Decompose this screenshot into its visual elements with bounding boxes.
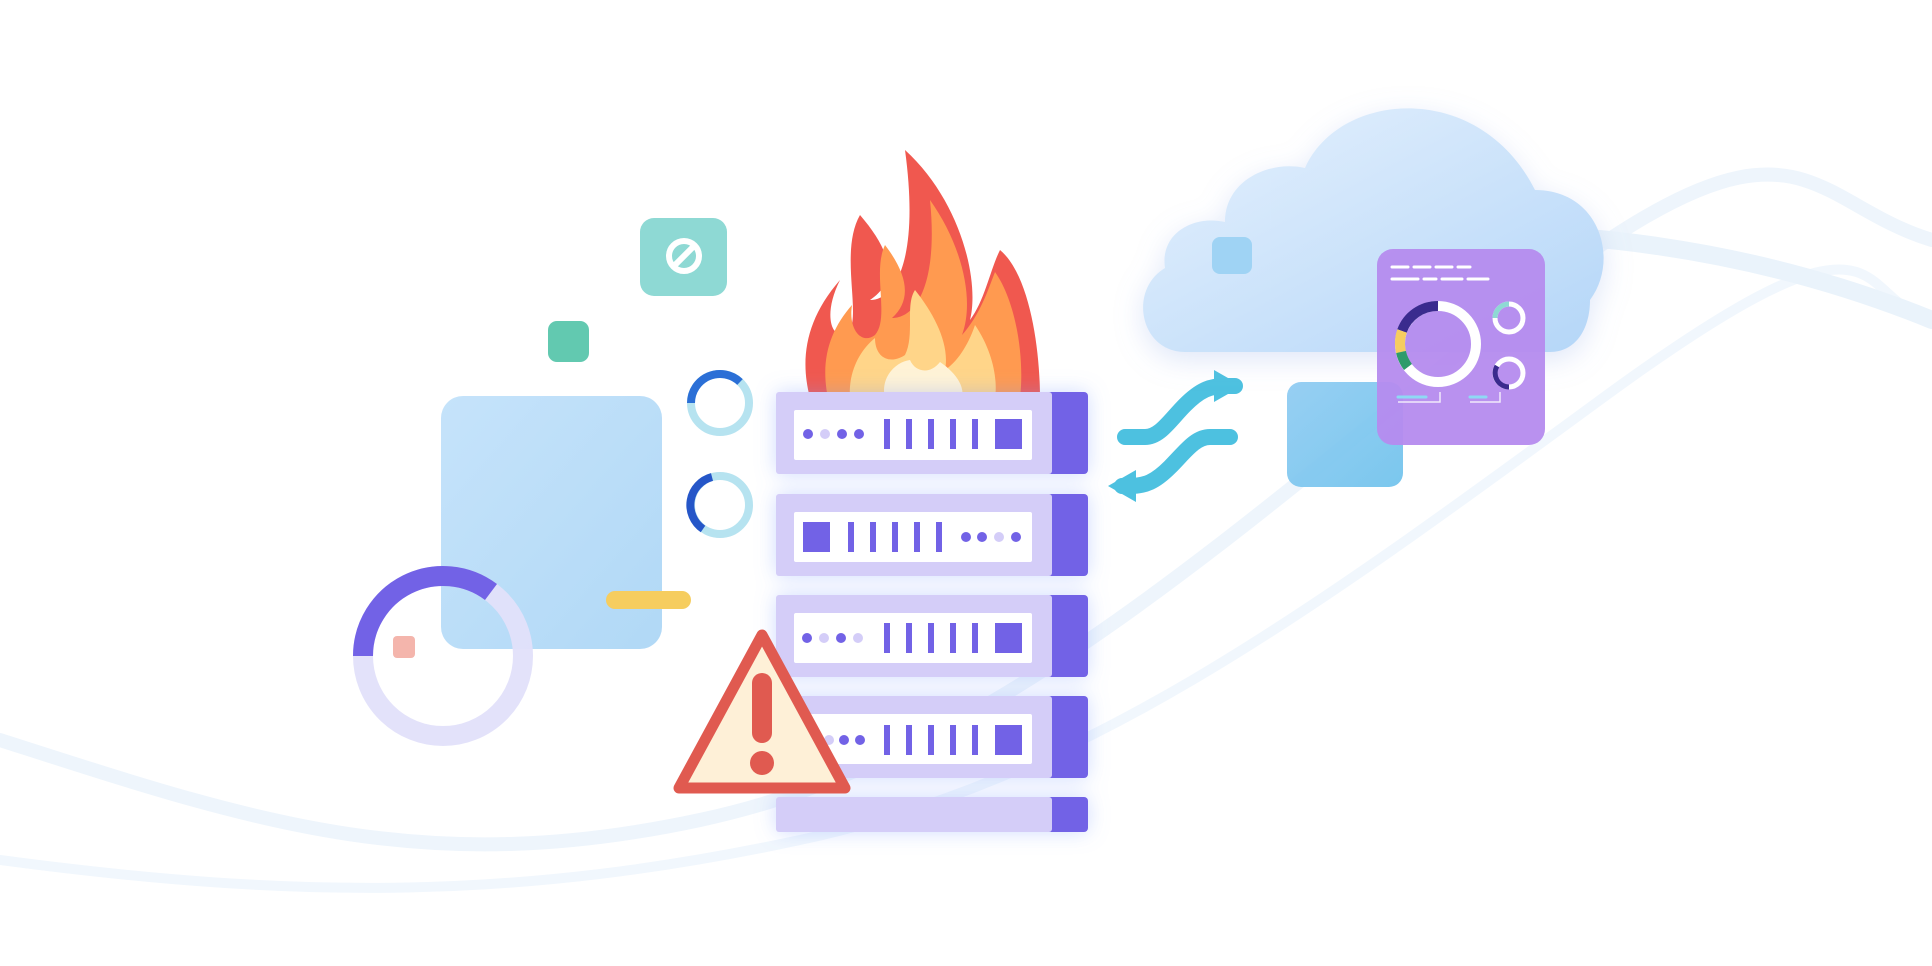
sync-arrowheads xyxy=(1108,370,1242,502)
server-rack-icon xyxy=(776,392,1088,832)
donut-chart-icon xyxy=(353,566,533,746)
small-blue-square-icon xyxy=(1212,237,1252,274)
yellow-bar-icon xyxy=(606,591,691,609)
blue-square-icon xyxy=(1287,382,1403,487)
fire-icon xyxy=(805,150,1040,398)
loading-ring-icon xyxy=(687,370,753,436)
teal-square-icon xyxy=(548,321,589,362)
sync-arrows-icon xyxy=(1114,378,1243,494)
big-square-icon xyxy=(441,396,662,649)
blocked-icon xyxy=(640,218,727,296)
warning-icon xyxy=(673,629,851,794)
loading-ring-icon-2 xyxy=(686,472,753,538)
dashboard-card-icon xyxy=(1377,249,1545,445)
